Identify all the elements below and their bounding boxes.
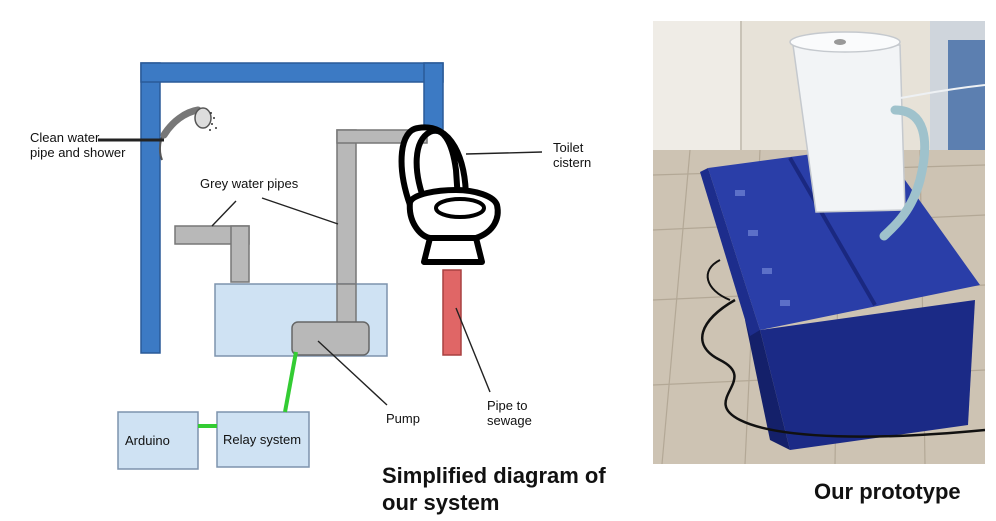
relay-system-box	[216, 411, 310, 468]
prototype-photo	[653, 21, 985, 464]
wire-relay-pump	[283, 351, 298, 413]
leader-lines	[98, 138, 543, 406]
shower-head-icon	[158, 106, 217, 161]
pump	[291, 321, 370, 356]
pipe-to-sewage-label: Pipe to sewage	[487, 398, 532, 428]
clean-water-pipe	[140, 62, 444, 354]
arduino-label: Arduino	[125, 433, 170, 448]
toilet-icon	[398, 124, 501, 265]
diagram-caption: Simplified diagram of our system	[382, 463, 606, 515]
prototype-caption: Our prototype	[814, 479, 961, 504]
grey-water-label: Grey water pipes	[200, 176, 299, 191]
arduino-box	[117, 411, 199, 470]
pump-label: Pump	[386, 411, 420, 426]
clean-water-label: Clean water pipe and shower	[30, 130, 126, 160]
toilet-cistern-label: Toilet cistern	[553, 140, 592, 170]
relay-system-label: Relay system	[223, 432, 302, 447]
sewage-pipe	[442, 269, 462, 356]
grey-water-pipes	[174, 129, 428, 326]
